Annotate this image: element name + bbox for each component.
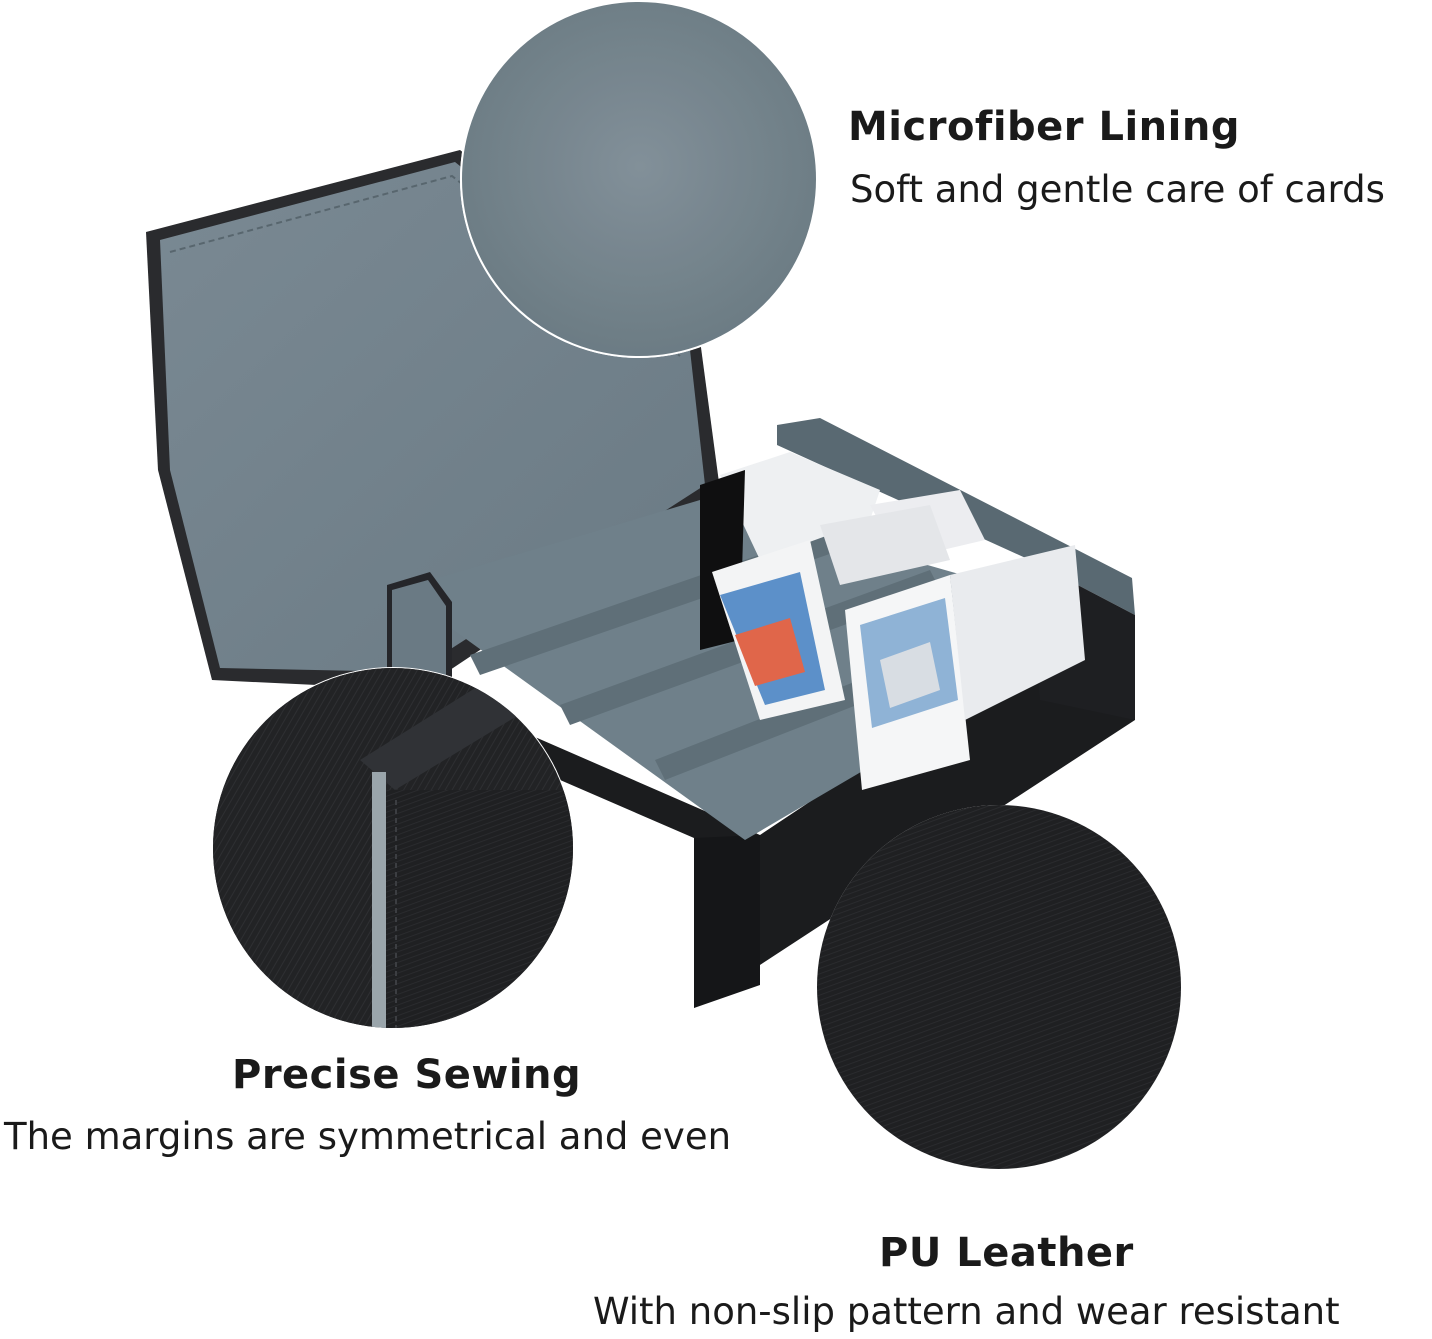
pu-leather-description: With non-slip pattern and wear resistant (593, 1290, 1340, 1333)
precise-sewing-closeup (212, 667, 574, 1029)
precise-sewing-description: The margins are symmetrical and even (4, 1115, 732, 1158)
microfiber-lining-description: Soft and gentle care of cards (850, 168, 1385, 211)
microfiber-lining-closeup (460, 0, 818, 358)
pu-leather-title: PU Leather (879, 1230, 1134, 1276)
card-stacks (700, 452, 1085, 790)
microfiber-lining-title: Microfiber Lining (848, 104, 1240, 150)
pu-leather-closeup (817, 805, 1181, 1169)
precise-sewing-title: Precise Sewing (232, 1052, 582, 1098)
